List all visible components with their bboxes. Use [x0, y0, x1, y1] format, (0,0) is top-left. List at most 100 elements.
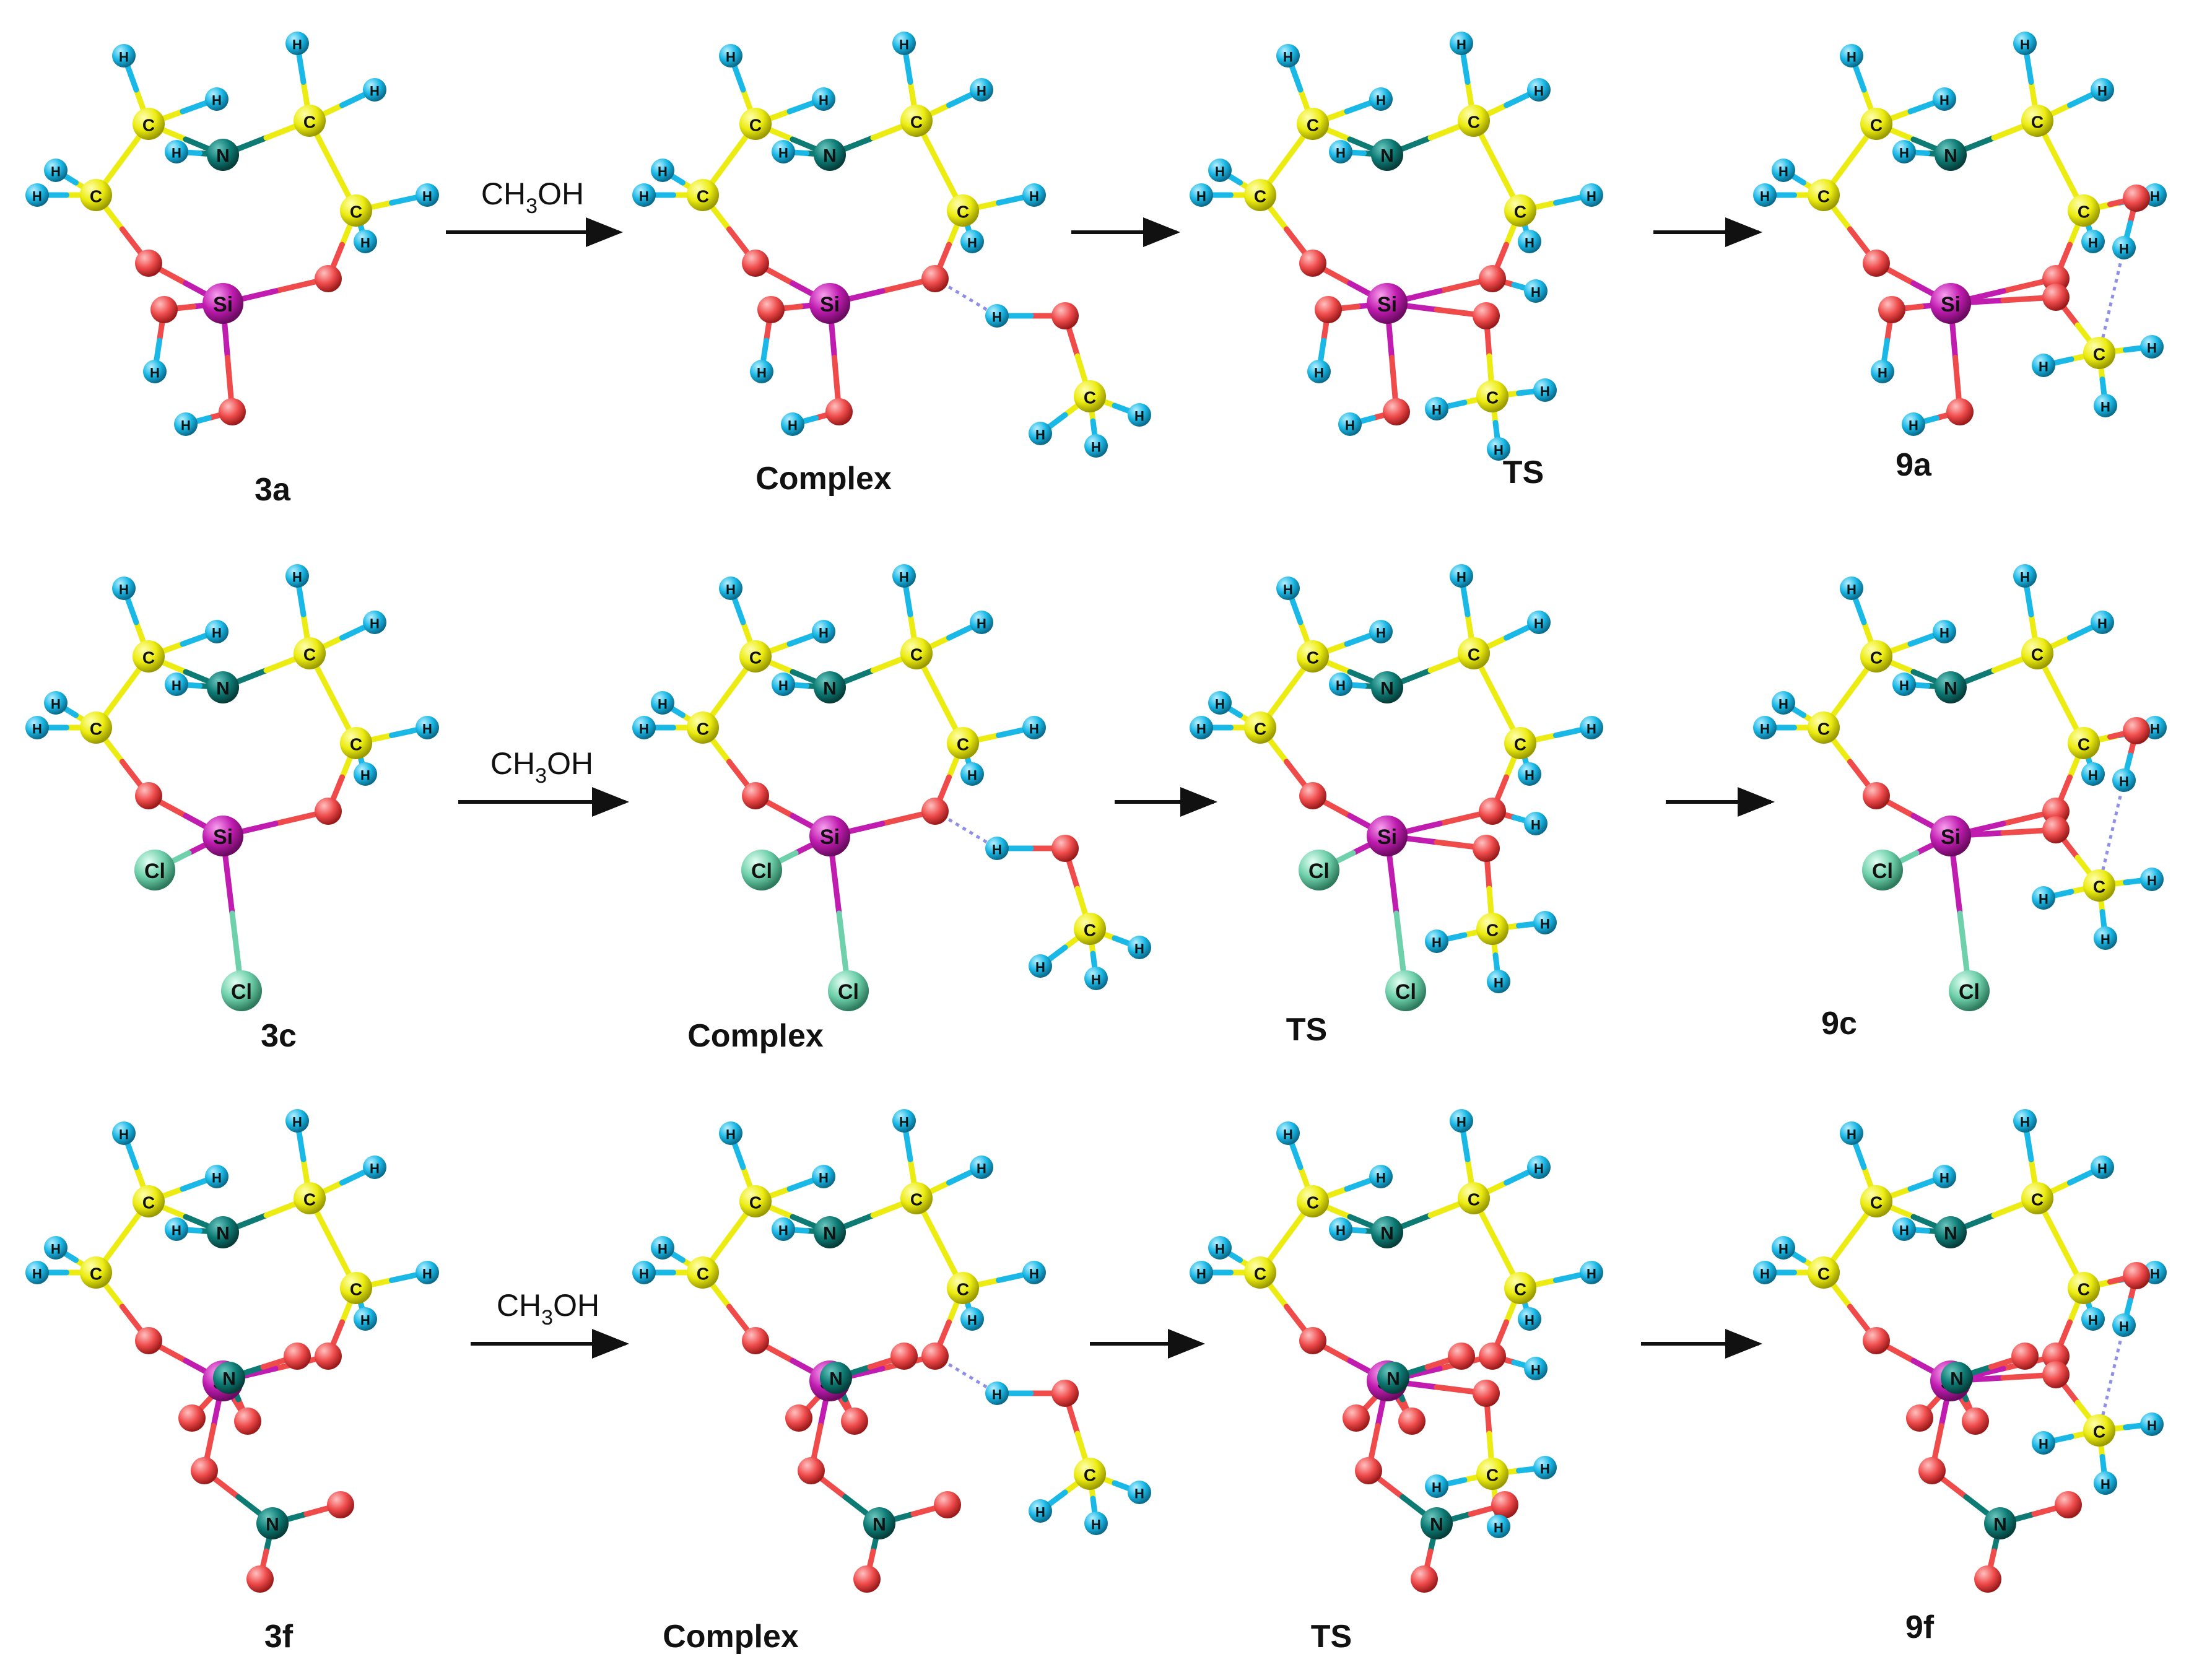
atom-sphere [2081, 230, 2105, 253]
atom-sphere [651, 159, 674, 182]
atom-sphere [772, 1217, 795, 1241]
atom-c: C [340, 194, 372, 227]
atom-label: H [370, 1161, 380, 1177]
atom-c: C [1808, 712, 1840, 744]
atom-sphere [1022, 716, 1046, 739]
atom-label: H [2147, 873, 2157, 889]
reagent-main: CH [481, 176, 526, 211]
atom-h: H [1933, 1165, 1956, 1188]
atom-sphere [1808, 179, 1840, 211]
atom-label: C [1514, 735, 1526, 754]
atom-h: H [1369, 620, 1393, 643]
atom-h: H [719, 1121, 742, 1145]
atom-label: C [1254, 720, 1266, 739]
molecule-row3-stage4: CCNCCSiHHHHHHHHHNNCHHHH [1753, 1109, 2167, 1593]
atom-o [1473, 302, 1500, 329]
atom-c: C [80, 1256, 112, 1289]
atom-sphere [970, 78, 993, 102]
atom-label: H [1534, 616, 1544, 632]
atom-label: C [2031, 645, 2044, 664]
atom-label: H [1456, 570, 1466, 585]
atom-label: H [819, 1170, 829, 1186]
atom-h: H [205, 1165, 229, 1188]
atom-o [1918, 1457, 1946, 1484]
atom-sphere [687, 179, 719, 211]
atom-label: H [1029, 721, 1039, 737]
atom-sphere [2112, 1313, 2136, 1337]
atom-n: N [207, 1216, 239, 1248]
atom-sphere [985, 837, 1009, 860]
atom-sphere [1371, 139, 1403, 171]
atom-label: H [726, 1127, 736, 1142]
atom-si: Si [809, 816, 850, 856]
atom-sphere [1524, 812, 1548, 835]
atom-cl: Cl [221, 970, 262, 1011]
atom-sphere [812, 1165, 835, 1188]
atom-h: H [1527, 611, 1551, 634]
atom-h: H [719, 44, 742, 67]
atom-h: H [970, 1156, 993, 1179]
scheme-row-2: CCNCCSiHHHHHHHHHClClCCNCCSiHHHHHHHHHClCl… [25, 564, 2167, 1011]
atom-label: H [1283, 582, 1293, 598]
atom-sphere [2081, 762, 2105, 786]
atom-label: H [899, 570, 909, 585]
atom-label: H [1314, 365, 1324, 381]
atom-h: H [416, 1261, 439, 1284]
atom-label: C [350, 1280, 362, 1299]
atom-sphere [814, 1216, 846, 1248]
atom-sphere [1878, 296, 1905, 323]
atom-c: C [900, 105, 933, 137]
atom-label: C [2093, 345, 2105, 364]
atom-label: N [1944, 1224, 1957, 1244]
atom-sphere [1190, 1261, 1213, 1284]
atom-c: C [1297, 640, 1329, 672]
atom-sphere [1297, 640, 1329, 672]
atom-label: H [1540, 384, 1550, 399]
atom-sphere [143, 360, 167, 383]
atom-label: H [1494, 975, 1504, 991]
bond-group [641, 40, 1143, 449]
atom-sphere [1074, 1458, 1106, 1490]
atom-sphere [178, 1404, 206, 1432]
atom-n: N [863, 1507, 895, 1539]
atom-h: H [1425, 929, 1448, 953]
atom-label: C [910, 113, 923, 132]
atom-sphere [1329, 672, 1352, 696]
reagent-tail: OH [547, 746, 593, 781]
atom-h: H [1190, 183, 1213, 207]
atom-sphere [135, 782, 162, 809]
atom-sphere [2083, 869, 2115, 902]
atom-c: C [1808, 1256, 1840, 1289]
atom-label: H [2147, 341, 2157, 356]
atom-label: N [823, 146, 837, 167]
atom-label: N [222, 1369, 236, 1390]
atom-h: H [285, 32, 309, 55]
atom-h: H [2112, 236, 2136, 259]
atom-n: N [1371, 1216, 1403, 1248]
atom-h: H [1902, 412, 1925, 436]
atom-sphere [1479, 265, 1506, 292]
atom-sphere [1051, 1380, 1079, 1407]
atom-h: H [1527, 1156, 1551, 1179]
atom-sphere [284, 1343, 311, 1370]
atom-label: C [142, 116, 155, 135]
atom-h: H [2112, 1313, 2136, 1337]
bond-group [641, 1118, 1143, 1582]
atom-sphere [1941, 1362, 1973, 1394]
atom-o [135, 782, 162, 809]
atom-c: C [1808, 179, 1840, 211]
atom-label: N [1380, 146, 1394, 167]
atom-c: C [133, 640, 165, 672]
atom-h: H [651, 691, 674, 715]
atom-o [1051, 1380, 1079, 1407]
atom-sphere [1450, 32, 1473, 55]
atom-o [2042, 1361, 2070, 1388]
atom-sphere [1450, 564, 1473, 588]
atom-sphere [315, 1343, 342, 1370]
atom-sphere [207, 139, 239, 171]
atom-label: H [1134, 941, 1144, 957]
atom-sphere [340, 194, 372, 227]
atom-sphere [772, 140, 795, 163]
atom-h: H [1208, 1236, 1232, 1260]
